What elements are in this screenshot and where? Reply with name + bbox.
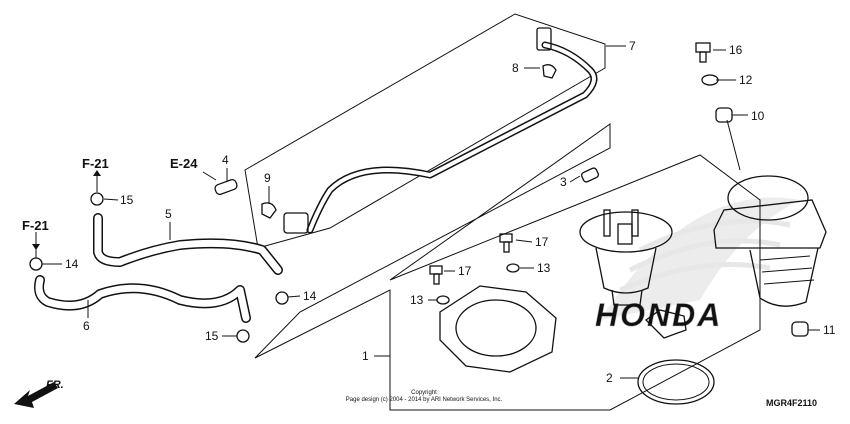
callout-16[interactable]: 16 <box>729 43 743 57</box>
washer-13-upper <box>506 263 520 273</box>
diagram-code: MGR4F2110 <box>766 398 817 408</box>
hose-clip-15-bottom <box>236 329 250 343</box>
leader-lines <box>35 45 820 379</box>
callout-17-lower[interactable]: 17 <box>458 264 472 278</box>
fuel-tube-assembly <box>283 27 598 234</box>
ref-e24[interactable]: E-24 <box>170 156 198 171</box>
callout-7[interactable]: 7 <box>629 39 636 53</box>
front-label: FR. <box>46 379 64 391</box>
grommet-10 <box>715 107 733 123</box>
callout-13-lower[interactable]: 13 <box>410 293 424 307</box>
strainer-seal <box>644 309 687 339</box>
ref-f21-left[interactable]: F-21 <box>22 218 49 233</box>
callout-17-upper[interactable]: 17 <box>535 235 549 249</box>
hose-clip-14-right <box>275 291 289 305</box>
fuel-filter-cartridge <box>713 175 827 307</box>
hose-clip-15-top <box>90 192 104 206</box>
callout-5[interactable]: 5 <box>165 207 172 221</box>
honda-watermark-text: HONDA <box>595 297 722 333</box>
callout-10[interactable]: 10 <box>751 109 765 123</box>
callout-1[interactable]: 1 <box>362 349 369 363</box>
callout-6[interactable]: 6 <box>83 319 90 333</box>
group-box-1 <box>254 123 761 411</box>
hose-clip-14-left <box>29 257 43 271</box>
bolt-16 <box>695 42 711 63</box>
grommet-11 <box>791 321 809 337</box>
washer-13-lower <box>436 295 450 305</box>
connector-4 <box>214 179 238 195</box>
pump-setting-plate-gasket <box>439 285 557 373</box>
callout-15-bottom[interactable]: 15 <box>205 329 219 343</box>
front-direction-arrow-icon <box>14 382 58 408</box>
callout-8[interactable]: 8 <box>512 61 519 75</box>
ref-arrow-up-icon <box>93 170 101 183</box>
copyright-line-1: Copyright <box>411 390 437 396</box>
bolt-17-lower <box>429 265 443 285</box>
pressure-regulator-3 <box>580 167 600 183</box>
copyright-line-2: Page design (c) 2004 - 2014 by ARI Netwo… <box>346 397 503 403</box>
callout-numbers: 1 2 3 4 5 6 7 8 9 10 11 12 13 13 14 14 1… <box>65 39 836 385</box>
callout-12[interactable]: 12 <box>739 73 753 87</box>
o-ring-2 <box>637 359 715 405</box>
bolt-17-upper <box>499 233 513 253</box>
callout-2[interactable]: 2 <box>606 371 613 385</box>
callout-11[interactable]: 11 <box>823 323 836 337</box>
ref-arrow-down-icon <box>32 244 40 250</box>
fuel-hose-5 <box>93 213 283 275</box>
washer-12 <box>701 74 719 86</box>
clip-8 <box>542 64 557 79</box>
callout-4[interactable]: 4 <box>222 153 229 167</box>
callout-15-top[interactable]: 15 <box>120 193 134 207</box>
callout-14-left[interactable]: 14 <box>65 257 79 271</box>
clip-9 <box>261 202 277 219</box>
callout-9[interactable]: 9 <box>264 171 271 185</box>
callout-14-right[interactable]: 14 <box>303 289 317 303</box>
callout-3[interactable]: 3 <box>560 175 567 189</box>
fuel-hose-6 <box>34 275 251 323</box>
callout-13-upper[interactable]: 13 <box>537 261 551 275</box>
fuel-pump <box>579 209 673 306</box>
ref-f21-top[interactable]: F-21 <box>82 156 109 171</box>
